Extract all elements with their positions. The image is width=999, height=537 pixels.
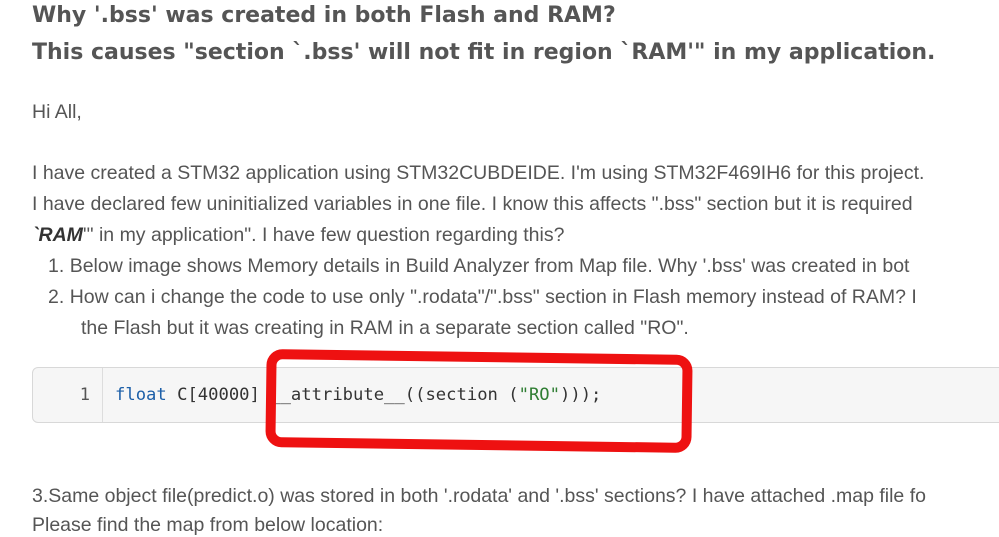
greeting: Hi All, <box>32 101 82 123</box>
list-text: How can i change the code to use only ".… <box>69 286 917 308</box>
list-item: 1. Below image shows Memory details in B… <box>48 255 909 278</box>
code-declaration: C[40000] <box>166 385 271 405</box>
code-attribute: __attribute__((section ( <box>270 385 519 405</box>
list-item-continuation: the Flash but it was creating in RAM in … <box>81 317 689 339</box>
paragraph-line: 3.Same object file(predict.o) was stored… <box>32 485 926 507</box>
post-title-line-1: Why '.bss' was created in both Flash and… <box>32 3 616 28</box>
list-number: 2. <box>48 286 65 308</box>
post-title-line-2: This causes "section `.bss' will not fit… <box>32 40 936 65</box>
code-close: ))); <box>560 385 602 405</box>
code-line: float C[40000] __attribute__((section ("… <box>115 385 601 405</box>
code-block: 1 float C[40000] __attribute__((section … <box>32 367 999 423</box>
line-number: 1 <box>79 385 90 405</box>
line-number-gutter: 1 <box>33 368 103 422</box>
emphasis-text: `RAM <box>32 224 83 246</box>
list-item: 2. How can i change the code to use only… <box>48 286 917 309</box>
paragraph-line: Please find the map from below location: <box>32 514 384 536</box>
code-string: "RO" <box>518 385 560 405</box>
paragraph-line: I have declared few uninitialized variab… <box>32 193 913 215</box>
list-text: Below image shows Memory details in Buil… <box>69 255 910 277</box>
list-number: 1. <box>48 255 65 277</box>
paragraph-line: `RAM'" in my application". I have few qu… <box>32 224 564 247</box>
paragraph-line: I have created a STM32 application using… <box>32 162 925 184</box>
code-keyword: float <box>115 385 167 405</box>
paragraph-text: '" in my application". I have few questi… <box>82 224 565 246</box>
